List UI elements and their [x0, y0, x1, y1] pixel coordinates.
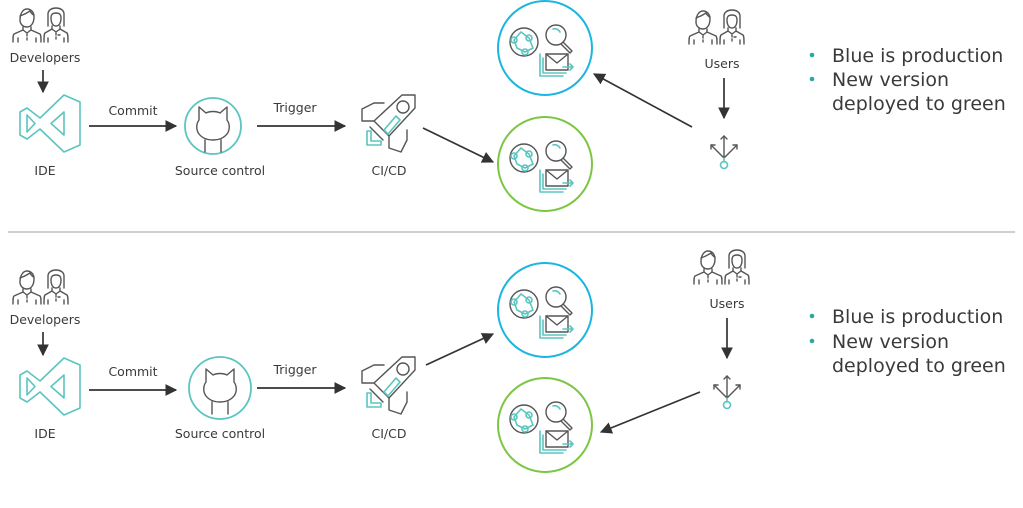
green-environment	[497, 377, 593, 473]
bullet-item: Blue is production	[832, 45, 1003, 67]
blue-environment	[497, 262, 593, 358]
commit-label: Commit	[108, 103, 157, 118]
visual-studio-icon	[19, 357, 81, 416]
bullet-item-continuation: deployed to green	[832, 355, 1006, 377]
web-app-services-icon	[509, 401, 574, 454]
cicd-to-green-arrow	[422, 127, 495, 163]
router-to-blue-arrow	[592, 73, 693, 128]
users-people-icon	[688, 9, 745, 45]
ide-label: IDE	[34, 426, 55, 441]
github-octocat-icon	[203, 368, 237, 415]
load-balancer-icon	[713, 375, 741, 410]
trigger-label: Trigger	[272, 362, 317, 377]
bullet-dot	[809, 76, 815, 82]
developers-people-icon	[12, 7, 69, 43]
cicd-to-blue-arrow	[425, 333, 495, 366]
web-app-services-icon	[509, 286, 574, 339]
bullet-dot	[809, 52, 815, 58]
rocket-icon	[361, 356, 416, 415]
trigger-label: Trigger	[272, 100, 317, 115]
ide-label: IDE	[34, 163, 55, 178]
cicd-label: CI/CD	[372, 163, 407, 178]
bullet-list: Blue is production New version deployed …	[809, 45, 1006, 115]
panel-after: Developers IDE Commit Source control Tri…	[10, 249, 1006, 473]
web-app-services-icon	[509, 140, 574, 193]
router-to-green-arrow	[599, 391, 701, 434]
bullet-item: New version	[832, 331, 949, 353]
panel-before: Developers IDE Commit Source control Tri…	[10, 0, 1006, 212]
bullet-dot	[809, 313, 815, 319]
bullet-item: New version	[832, 69, 949, 91]
visual-studio-icon	[19, 94, 81, 153]
source-control-circle	[188, 356, 252, 420]
source-control-label: Source control	[175, 426, 265, 441]
bullet-list: Blue is production New version deployed …	[809, 306, 1006, 377]
blue-environment-circle	[497, 262, 593, 358]
users-label: Users	[704, 56, 739, 71]
web-app-services-icon	[509, 24, 574, 77]
users-label: Users	[709, 296, 744, 311]
green-environment-circle	[497, 116, 593, 212]
source-control-label: Source control	[175, 163, 265, 178]
bullet-item: Blue is production	[832, 306, 1003, 328]
bullet-dot	[809, 338, 815, 344]
source-control-circle	[184, 97, 242, 155]
commit-label: Commit	[108, 364, 157, 379]
developers-label: Developers	[10, 312, 81, 327]
blue-environment-circle	[497, 0, 593, 96]
bullet-item-continuation: deployed to green	[832, 93, 1006, 115]
rocket-icon	[361, 94, 416, 153]
green-environment	[497, 116, 593, 212]
developers-label: Developers	[10, 50, 81, 65]
github-octocat-icon	[196, 106, 230, 153]
green-environment-circle	[497, 377, 593, 473]
load-balancer-icon	[710, 135, 738, 170]
developers-people-icon	[12, 269, 69, 305]
blue-environment	[497, 0, 593, 96]
cicd-label: CI/CD	[372, 426, 407, 441]
users-people-icon	[693, 249, 750, 285]
